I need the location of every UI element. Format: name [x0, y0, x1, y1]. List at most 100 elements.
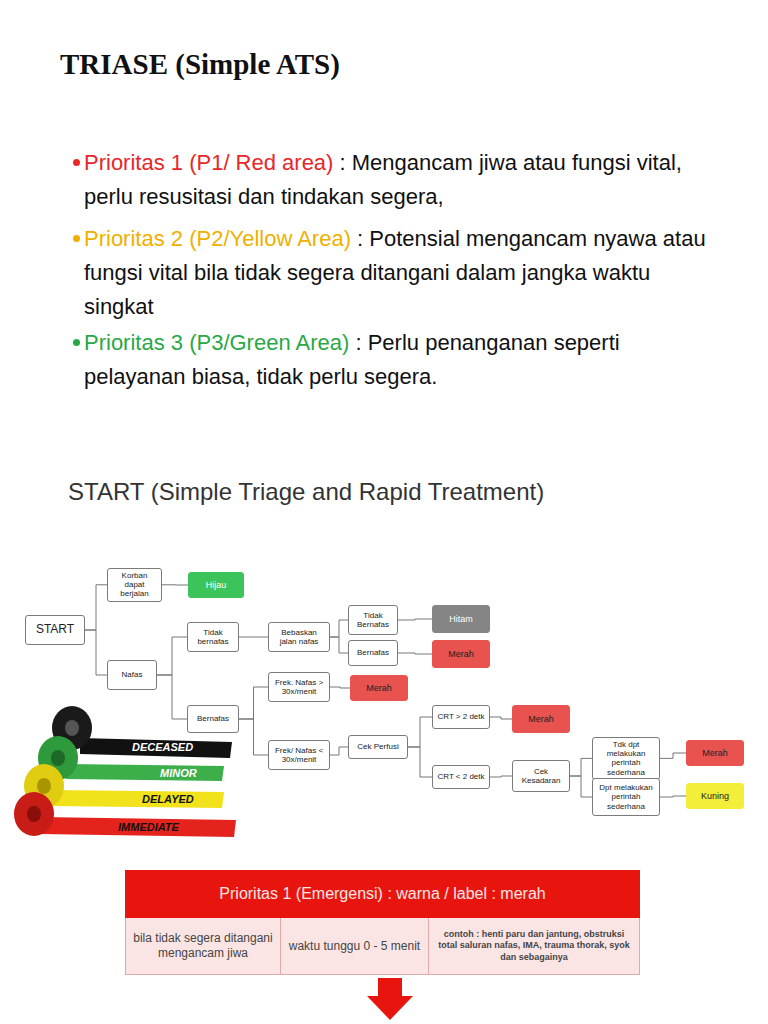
node-text: Dpt melakukan perintah sederhana — [596, 783, 656, 811]
node-text: Tidak bernafas — [191, 628, 235, 646]
connector — [162, 584, 188, 585]
connector — [330, 620, 348, 637]
process-box: Tidak Bernafas — [348, 605, 398, 635]
cell-text: contoh : henti paru dan jantung, obstruk… — [435, 929, 633, 963]
node-text: CRT > 2 detk — [437, 712, 484, 721]
table-cell: waktu tunggu 0 - 5 menit — [280, 917, 429, 975]
connector — [408, 717, 432, 747]
tape-label: DELAYED — [142, 793, 194, 805]
tape-label: MINOR — [160, 767, 197, 779]
roll-core — [51, 750, 65, 766]
process-box: Dpt melakukan perintah sederhana — [592, 778, 660, 816]
triage-color-box: Merah — [432, 640, 490, 668]
triage-color-box: Hitam — [432, 605, 490, 633]
gap — [351, 226, 357, 251]
connector — [660, 796, 686, 797]
node-text: CRT < 2 detk — [437, 772, 484, 781]
process-box: Cek Perfusi — [348, 735, 408, 759]
priority-name: Prioritas 1 (P1/ Red area) — [84, 150, 333, 175]
connector — [490, 776, 512, 777]
connector — [398, 619, 432, 620]
process-box: Tdk dpt melakukan perintah sederhana — [592, 737, 660, 780]
connector — [157, 675, 187, 719]
tape-yellow — [52, 790, 224, 808]
tape-black — [80, 738, 232, 758]
bullet-item: Prioritas 2 (P2/Yellow Area) : Potensial… — [84, 222, 724, 324]
node-text: Tdk dpt melakukan perintah sederhana — [596, 740, 656, 777]
node-text: Hitam — [449, 614, 473, 624]
cell-text: bila tidak segera ditangani mengancam ji… — [132, 931, 274, 961]
roll-core — [27, 806, 41, 822]
connector — [570, 758, 592, 776]
node-text: Bernafas — [197, 714, 229, 723]
node-text: Kuning — [701, 791, 729, 801]
triage-color-box: Kuning — [686, 783, 744, 809]
connector — [408, 747, 432, 777]
down-arrow — [367, 978, 413, 1020]
node-text: Nafas — [122, 670, 143, 679]
tape-label: DECEASED — [132, 741, 193, 753]
connector — [239, 687, 268, 719]
priority-name: Prioritas 2 (P2/Yellow Area) — [84, 226, 351, 251]
table-cell: contoh : henti paru dan jantung, obstruk… — [428, 917, 640, 975]
triage-color-box: Merah — [686, 740, 744, 766]
process-box: Bebaskan jalan nafas — [268, 622, 330, 652]
tape-red — [40, 817, 236, 837]
bullet-dot — [73, 159, 80, 166]
connector — [660, 753, 686, 758]
connector — [398, 653, 432, 654]
process-box: START — [25, 615, 85, 645]
gap — [333, 150, 339, 175]
section-heading: START (Simple Triage and Rapid Treatment… — [68, 478, 544, 506]
process-box: Cek Kesadaran — [512, 760, 570, 792]
process-box: Frek. Nafas > 30x/menit — [268, 672, 330, 702]
bullet-item: Prioritas 3 (P3/Green Area) : Perlu pena… — [84, 326, 724, 394]
header-band: Prioritas 1 (Emergensi) : warna / label … — [125, 870, 640, 918]
node-text: Korban dapat berjalan — [111, 571, 158, 599]
bullet-dot — [73, 235, 80, 242]
triage-color-box: Merah — [350, 675, 408, 701]
roll-core — [37, 778, 51, 794]
triage-color-box: Merah — [512, 705, 570, 733]
connector — [157, 637, 187, 675]
bullet-dot — [73, 339, 80, 346]
tape-green — [66, 764, 224, 781]
connector — [239, 719, 268, 755]
bullet-item: Prioritas 1 (P1/ Red area) : Mengancam j… — [84, 146, 724, 214]
cell-text: waktu tunggu 0 - 5 menit — [289, 939, 420, 954]
page-title: TRIASE (Simple ATS) — [60, 48, 340, 81]
triage-color-box: Hijau — [188, 572, 244, 598]
roll-red — [14, 792, 54, 836]
node-text: Merah — [702, 748, 728, 758]
node-text: Merah — [528, 714, 554, 724]
process-box: CRT < 2 detk — [432, 765, 490, 789]
process-box: Tidak bernafas — [187, 622, 239, 652]
node-text: Tidak Bernafas — [352, 611, 394, 629]
node-text: Hijau — [206, 580, 227, 590]
node-text: Merah — [366, 683, 392, 693]
process-box: Frek/ Nafas < 30x/menit — [268, 740, 330, 770]
connector — [239, 637, 268, 638]
connector — [570, 776, 592, 797]
node-text: Prioritas 1 (Emergensi) : warna / label … — [219, 885, 545, 903]
process-box: Korban dapat berjalan — [107, 568, 162, 602]
node-text: START — [36, 623, 74, 637]
node-text: Cek Perfusi — [357, 742, 398, 751]
process-box: Nafas — [107, 660, 157, 690]
node-text: Frek. Nafas > 30x/menit — [272, 678, 326, 696]
tape-label: IMMEDIATE — [118, 821, 179, 833]
table-cell: bila tidak segera ditangani mengancam ji… — [125, 917, 281, 975]
priority-name: Prioritas 3 (P3/Green Area) — [84, 330, 349, 355]
connector — [330, 637, 348, 653]
node-text: Merah — [448, 649, 474, 659]
process-box: Bernafas — [348, 640, 398, 666]
connector — [330, 687, 350, 688]
gap — [349, 330, 355, 355]
process-box: CRT > 2 detk — [432, 705, 490, 729]
connector — [85, 585, 107, 630]
node-text: Bernafas — [357, 648, 389, 657]
process-box: Bernafas — [187, 705, 239, 733]
connector — [490, 717, 512, 719]
node-text: Frek/ Nafas < 30x/menit — [272, 746, 326, 764]
connector — [330, 747, 348, 755]
